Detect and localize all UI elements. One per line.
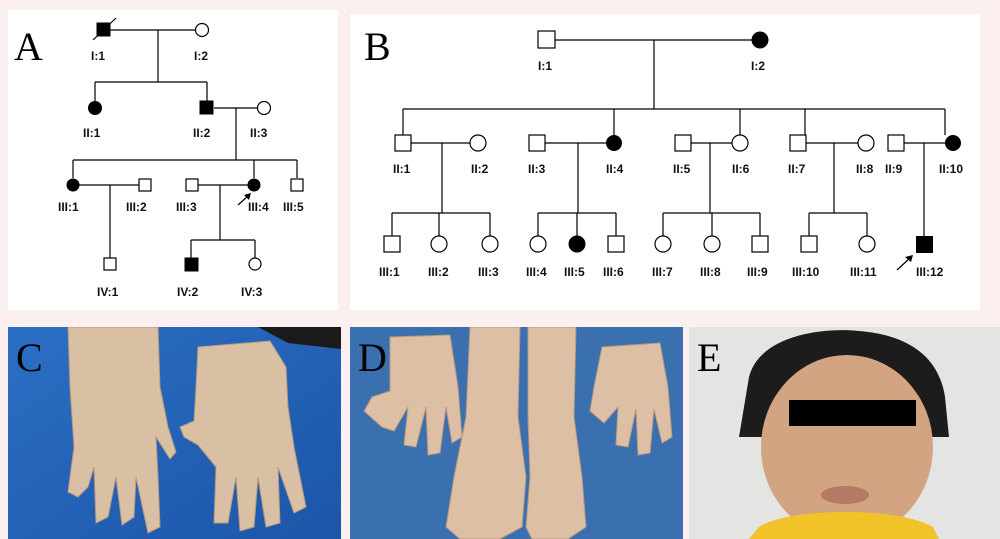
symbol-IV3 bbox=[249, 258, 261, 270]
label-B-III3: III:3 bbox=[478, 265, 499, 279]
label-B-II10: II:10 bbox=[939, 162, 963, 176]
photo-d-hands-feet: D bbox=[350, 327, 683, 539]
label-II1: II:1 bbox=[83, 126, 101, 140]
label-B-II1: II:1 bbox=[393, 162, 411, 176]
label-III2: III:2 bbox=[126, 200, 147, 214]
label-IV2: IV:2 bbox=[177, 285, 199, 299]
label-B-III5: III:5 bbox=[564, 265, 585, 279]
label-IV3: IV:3 bbox=[241, 285, 263, 299]
panel-label-b: B bbox=[364, 24, 391, 69]
label-II3: II:3 bbox=[250, 126, 268, 140]
symbol-III1 bbox=[67, 179, 79, 191]
label-IV1: IV:1 bbox=[97, 285, 119, 299]
symbol-III3 bbox=[186, 179, 198, 191]
symbol-I1 bbox=[97, 23, 110, 36]
panel-label-e: E bbox=[697, 335, 721, 380]
symbol-B-III11 bbox=[859, 236, 875, 252]
label-III4: III:4 bbox=[248, 200, 269, 214]
symbol-B-III12 bbox=[916, 236, 933, 253]
symbol-B-II7 bbox=[790, 135, 806, 151]
symbol-III2 bbox=[139, 179, 151, 191]
label-B-III4: III:4 bbox=[526, 265, 547, 279]
symbol-II1 bbox=[89, 102, 102, 115]
panel-label-d: D bbox=[358, 335, 387, 380]
symbol-B-II5 bbox=[675, 135, 691, 151]
symbol-B-III1 bbox=[384, 236, 400, 252]
face-privacy-bar bbox=[789, 400, 916, 426]
symbol-IV1 bbox=[104, 258, 116, 270]
symbol-B-III9 bbox=[752, 236, 768, 252]
label-B-III1: III:1 bbox=[379, 265, 400, 279]
pedigree-a-svg: A I:1 I:2 II:1 II:2 II:3 III:1 III:2 III… bbox=[8, 10, 338, 310]
symbol-B-II9 bbox=[888, 135, 904, 151]
label-B-II4: II:4 bbox=[606, 162, 624, 176]
label-III5: III:5 bbox=[283, 200, 304, 214]
label-B-III8: III:8 bbox=[700, 265, 721, 279]
label-II2: II:2 bbox=[193, 126, 211, 140]
label-B-III7: III:7 bbox=[652, 265, 673, 279]
symbol-III5 bbox=[291, 179, 303, 191]
label-I1: I:1 bbox=[91, 49, 105, 63]
label-B-II7: II:7 bbox=[788, 162, 806, 176]
panel-label-c: C bbox=[16, 335, 43, 380]
symbol-I2 bbox=[196, 24, 209, 37]
symbol-III4 bbox=[248, 179, 260, 191]
symbol-B-I2 bbox=[752, 32, 769, 49]
symbol-B-III2 bbox=[431, 236, 447, 252]
symbol-B-II4 bbox=[606, 135, 622, 151]
label-III1: III:1 bbox=[58, 200, 79, 214]
symbol-II3 bbox=[258, 102, 271, 115]
symbol-B-III10 bbox=[801, 236, 817, 252]
label-I2: I:2 bbox=[194, 49, 208, 63]
symbol-B-I1 bbox=[538, 31, 555, 48]
symbol-B-III4 bbox=[530, 236, 546, 252]
panel-label-a: A bbox=[14, 24, 43, 69]
label-B-II3: II:3 bbox=[528, 162, 546, 176]
label-B-III10: III:10 bbox=[792, 265, 820, 279]
photo-e-face: E bbox=[689, 327, 1000, 539]
symbol-B-III8 bbox=[704, 236, 720, 252]
pedigree-b: B I:1 I:2 II:1 II:2 II:3 II:4 II:5 II:6 … bbox=[350, 14, 980, 310]
symbol-B-II10 bbox=[945, 135, 961, 151]
label-B-III2: III:2 bbox=[428, 265, 449, 279]
symbol-B-III5 bbox=[569, 236, 586, 253]
photo-c-hands: C bbox=[8, 327, 341, 539]
label-B-II5: II:5 bbox=[673, 162, 691, 176]
label-B-II6: II:6 bbox=[732, 162, 750, 176]
label-B-III9: III:9 bbox=[747, 265, 768, 279]
symbol-B-II1 bbox=[395, 135, 411, 151]
label-B-II2: II:2 bbox=[471, 162, 489, 176]
symbol-B-III3 bbox=[482, 236, 498, 252]
label-III3: III:3 bbox=[176, 200, 197, 214]
pedigree-b-svg: B I:1 I:2 II:1 II:2 II:3 II:4 II:5 II:6 … bbox=[350, 14, 980, 310]
symbol-B-II3 bbox=[529, 135, 545, 151]
pedigree-a: A I:1 I:2 II:1 II:2 II:3 III:1 III:2 III… bbox=[8, 10, 338, 310]
label-B-I2: I:2 bbox=[751, 59, 765, 73]
symbol-B-II2 bbox=[470, 135, 486, 151]
symbol-B-II6 bbox=[732, 135, 748, 151]
label-B-II9: II:9 bbox=[885, 162, 903, 176]
label-B-II8: II:8 bbox=[856, 162, 874, 176]
symbol-B-III6 bbox=[608, 236, 624, 252]
label-B-I1: I:1 bbox=[538, 59, 552, 73]
label-B-III12: III:12 bbox=[916, 265, 944, 279]
symbol-II2 bbox=[200, 101, 213, 114]
label-B-III6: III:6 bbox=[603, 265, 624, 279]
label-B-III11: III:11 bbox=[850, 265, 877, 279]
symbol-IV2 bbox=[185, 258, 198, 271]
symbol-B-II8 bbox=[858, 135, 874, 151]
symbol-B-III7 bbox=[655, 236, 671, 252]
